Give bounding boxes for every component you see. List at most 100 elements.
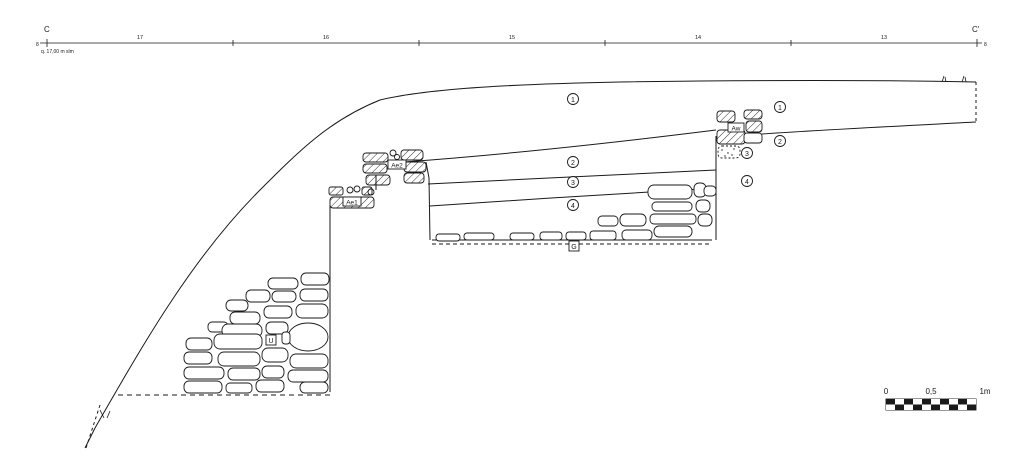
grid-label-13: 13 [881,35,887,41]
scale-segment [913,404,922,410]
ae2-stone [362,163,388,174]
layer-label: 1 [571,97,575,104]
section-end-marker: 8 [984,42,987,48]
masonry-stone [265,321,289,335]
scale-segment [949,399,958,405]
floor-stone [509,232,535,241]
ae1-stone [361,186,373,196]
masonry-stone [185,337,213,351]
masonry-stone [213,333,263,350]
masonry-stone [653,225,693,238]
scale-segment [922,404,931,410]
masonry-stone [619,213,647,227]
aw-stone [745,120,763,133]
feature-box-u [265,334,277,346]
left-end-ticks [85,404,101,449]
vegetation-marks [99,75,967,419]
masonry-stone [281,331,291,345]
feature-label-u: U [268,338,273,345]
feature-box-ae2 [387,159,407,170]
aw-stone [716,110,736,123]
layer-label: 3 [745,151,749,158]
grid-label-15: 15 [509,35,515,41]
dot [727,152,729,154]
masonry-stone [183,366,225,380]
dot [731,154,733,156]
grid-label-16: 16 [323,35,329,41]
feature-label-aw: Aw [732,126,741,133]
masonry-stone [295,303,329,319]
masonry-stone [649,213,697,225]
masonry-stone [703,185,717,197]
masonry-stone [289,353,329,369]
layer-marker-2a [567,156,579,168]
feature-label-ae1: Ae1 [346,200,358,207]
scale-segment [913,399,922,405]
dot [724,155,726,157]
masonry-stone [271,290,297,303]
layer-markers [567,93,786,211]
masonry-stone [300,272,330,286]
layer-label: 2 [778,139,782,146]
masonry-stone [217,351,261,367]
grass-mark [961,75,967,83]
masonry-stone [287,322,329,352]
masonry-stone [245,289,271,303]
layer-3-base [427,169,717,185]
layer-marker-1a [567,93,579,105]
masonry-right [435,132,763,242]
floor-stone [565,231,587,241]
masonry-left [183,272,330,394]
ae2-stone [403,161,427,173]
cobble [394,154,400,160]
scale-segment [967,399,976,405]
ae2-stone [362,152,389,163]
layer-1-base [761,121,977,135]
cobble [353,185,361,193]
grid-label-14: 14 [695,35,701,41]
section-start-marker: 8 [36,42,39,48]
dot [733,148,735,150]
layer-marker-3b [741,147,753,159]
masonry-stone [255,379,285,393]
grid-label-17: 17 [137,35,143,41]
masonry-stone [225,382,253,394]
layer-label: 4 [745,179,749,186]
masonry-stone [651,201,693,212]
floor-stone [463,232,495,241]
masonry-stone [299,288,329,302]
feature-box-aw [727,122,745,133]
dot [721,149,723,151]
layer-marker-4a [567,199,579,211]
layer-2-base [403,129,717,163]
aw-stone [743,109,763,120]
floor-stone [539,231,563,241]
masonry-stone [263,305,293,319]
masonry-stone [183,380,223,394]
feature-boxes [265,122,745,346]
hatched-stones [328,109,763,209]
section-end-label: C' [972,25,980,34]
ae2-stone [400,149,424,161]
scale-segment [886,404,895,410]
layer-marker-1b [774,101,786,113]
layer-label: 3 [571,180,575,187]
section-start-label: C [44,25,50,34]
feature-box-ae1 [342,196,362,207]
layer-label: 2 [571,160,575,167]
masonry-stone [287,369,329,383]
masonry-stone [597,215,619,227]
datum-label: q. 17,00 m slm [41,49,74,55]
scale-segment [931,399,940,405]
cobble [389,149,397,157]
aw-dotted-fill [721,148,735,157]
scale-segment [967,404,976,410]
aw-lower-stone [743,132,763,144]
masonry-stone [695,199,711,213]
layer-marker-labels: 1 1 2 2 3 3 4 4 [571,97,782,210]
pit-left-wall [425,161,431,241]
scale-segment [958,399,967,405]
feature-label-g: G [571,244,576,251]
